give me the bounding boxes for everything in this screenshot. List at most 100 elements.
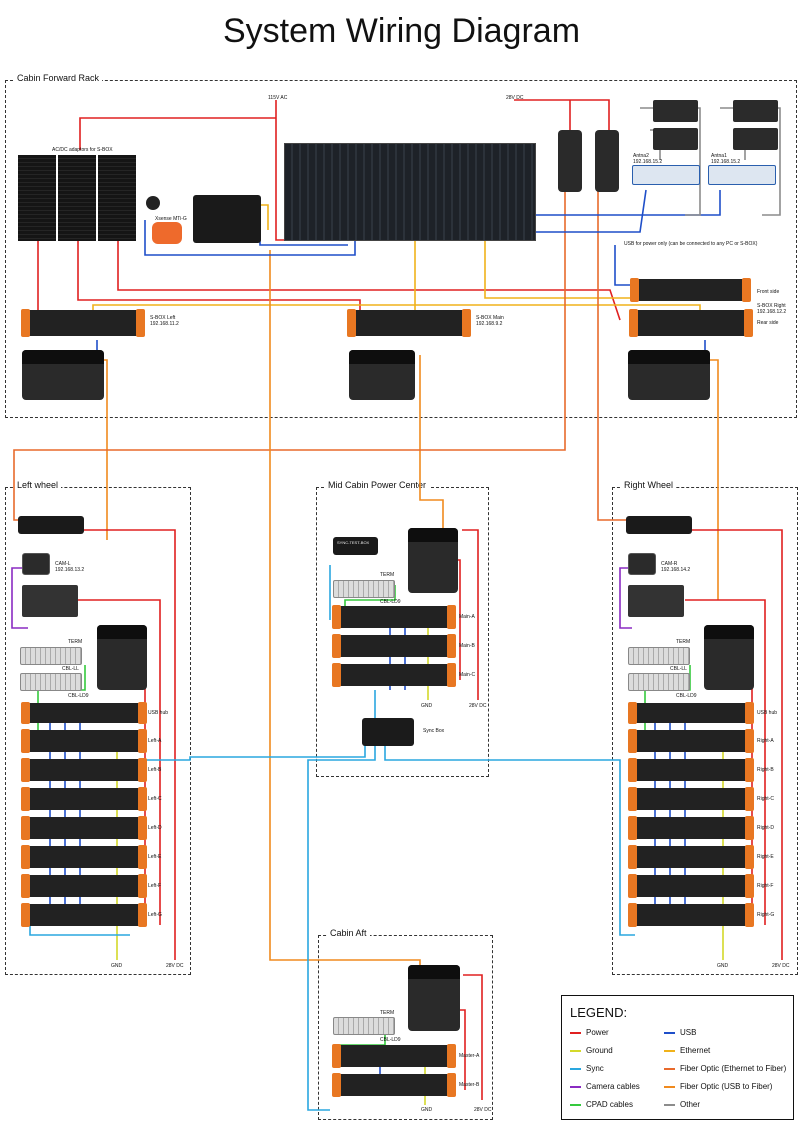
legend-item-usb: USB [664,1028,696,1038]
label-right-b: Right-B [757,767,774,773]
label-main-c: Main-C [459,672,476,678]
label-28v: 28V DC [772,963,790,969]
legend-label: Sync [586,1064,604,1073]
group-label: Right Wheel [621,480,677,490]
fiber-usb-extender [349,350,415,400]
antenna-receiver-2 [632,165,700,185]
wire-power [685,599,766,925]
label-antenna1-name: Antna1 [711,153,727,159]
label-sbox-right-name: S-BOX Right [757,303,786,309]
terminal-block [628,647,690,665]
wire-ethernet [258,204,269,230]
fiber-converter [18,516,84,534]
label-main-b: Main-B [459,643,475,649]
power-supply [595,130,619,192]
group-label: Mid Cabin Power Center [325,480,430,490]
label-right-d: Right-D [757,825,774,831]
label-sync-box: Sync Box [423,728,445,734]
recorder-left-d [21,816,147,840]
legend-swatch [570,1049,581,1052]
acdc-adapter [98,155,136,241]
sbox-main [347,309,471,337]
camera-box-right [628,585,684,617]
recorder-main-a [332,605,456,629]
label-main-a: Main-A [459,614,475,620]
wire-sync [130,745,366,761]
label-cbl-ld9: CBL-LD9 [68,693,89,699]
label-master-a: Master-A [459,1053,480,1059]
wire-power [463,974,483,1100]
wire-sync [307,745,376,1111]
label-usb-note: USB for power only (can be connected to … [624,241,758,247]
label-28v-top: 28V DC [506,95,524,101]
legend-label: Ethernet [680,1046,711,1055]
wire-usb [144,220,356,256]
wire-power [462,529,479,700]
antenna-gps [653,128,698,150]
legend-label: CPAD cables [586,1100,633,1109]
label-cbl-ll: CBL-LL [670,666,687,672]
label-term: TERM [380,572,395,578]
recorder-main-c [332,663,456,687]
label-cam-r-name: CAM-R [661,561,678,567]
legend-label: Fiber Optic (USB to Fiber) [680,1082,773,1091]
label-antenna2-ip: 192.168.15.2 [633,159,663,165]
recorder-master-a [332,1044,456,1068]
label-sbox-main-ip: 192.168.9.2 [476,321,503,327]
wire-camera [619,567,632,629]
terminal-block [333,1017,395,1035]
label-cbl-ld9: CBL-LD9 [380,1037,401,1043]
legend-label: USB [680,1028,697,1037]
legend-item-sync: Sync [570,1064,604,1074]
legend-item-fiber-usb: Fiber Optic (USB to Fiber) [664,1082,772,1092]
wire-power [117,240,621,321]
label-left-d: Left-D [148,825,162,831]
label-left-b: Left-B [148,767,162,773]
camera-right [628,553,656,575]
camera-box-left [22,585,78,617]
label-right-g: Right-G [757,912,775,918]
legend-item-fiber-eth: Fiber Optic (Ethernet to Fiber) [664,1064,786,1074]
power-distribution [97,625,147,690]
sync-box [362,718,414,746]
legend-swatch [664,1067,675,1070]
legend-swatch [664,1031,675,1034]
wire-power [84,529,176,960]
acdc-adapter [18,155,56,241]
group-mid-cabin: Mid Cabin Power Center [316,480,489,777]
label-cam-r-ip: 192.168.14.2 [661,567,691,573]
wire-fiber [419,355,444,530]
acdc-adapter [58,155,96,241]
main-pc [284,143,536,241]
recorder-master-b [332,1073,456,1097]
recorder-right-a [628,729,754,753]
recorder-left-g [21,903,147,927]
label-cbl-ld9: CBL-LD9 [676,693,697,699]
legend-item-ethernet: Ethernet [664,1046,710,1056]
label-antenna1-ip: 192.168.15.2 [711,159,741,165]
label-term: TERM [380,1010,395,1016]
label-antenna2-name: Antna2 [633,153,649,159]
fiber-converter [626,516,692,534]
group-label: Cabin Forward Rack [14,73,103,83]
legend-swatch [570,1031,581,1034]
label-usb-hub: USB hub [148,710,169,716]
wire-camera [11,567,28,629]
usb-hub [21,702,147,724]
legend: LEGEND: Power Ground Sync Camera cables … [561,995,794,1120]
sync-test-box: SYNC-TEST-BOX [333,537,378,555]
fiber-usb-extender [628,350,710,400]
label-cam-l-ip: 192.168.13.2 [55,567,85,573]
power-distribution [408,965,460,1031]
power-supply [558,130,582,192]
recorder-right-d [628,816,754,840]
label-cbl-ll: CBL-LL [62,666,79,672]
label-usb-hub: USB hub [757,710,778,716]
recorder-left-c [21,787,147,811]
recorder-right-g [628,903,754,927]
label-28v: 28V DC [469,703,487,709]
terminal-block [333,580,395,598]
terminal-block [628,673,690,691]
antenna-gps [733,100,778,122]
recorder-right-c [628,787,754,811]
